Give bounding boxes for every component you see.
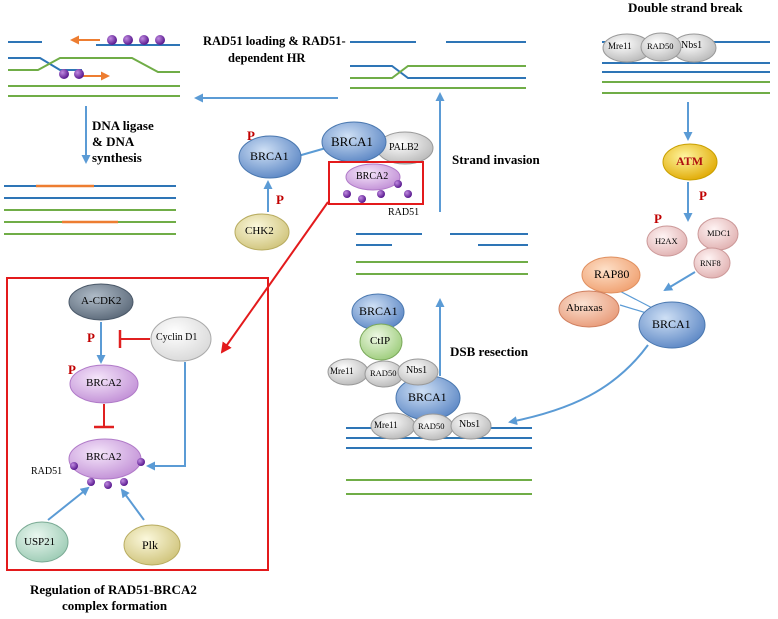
abraxas-label: Abraxas — [566, 302, 603, 314]
chk2-label: CHK2 — [245, 225, 274, 237]
h2ax-mdc1-rnf8-cluster — [646, 217, 739, 279]
mre11-label-top: Mre11 — [608, 41, 632, 51]
brca1-label-right: BRCA1 — [652, 317, 691, 331]
rad51-label-center: RAD51 — [388, 207, 420, 218]
title-ligase-3: synthesis — [92, 150, 142, 165]
arrow-box-to-regulation — [220, 201, 329, 354]
brca1-label-ctip: BRCA1 — [359, 304, 398, 318]
title-regulation-2: complex formation — [62, 598, 168, 613]
ctip-label: CtIP — [370, 335, 391, 347]
acdk2-phospho: P — [87, 330, 95, 345]
rap80-label: RAP80 — [594, 267, 630, 281]
brca1-chk2 — [234, 135, 302, 251]
mre11-label-bottom: Mre11 — [374, 420, 398, 430]
plk-label: Plk — [142, 538, 159, 552]
atm-label: ATM — [676, 154, 704, 168]
title-strand-invasion: Strand invasion — [452, 152, 540, 167]
nbs1-label-mid: Nbs1 — [406, 365, 428, 376]
mrn-complex-top — [602, 32, 717, 63]
title-rad51-loading-2: dependent HR — [228, 51, 306, 65]
h2ax-phospho: P — [654, 211, 662, 226]
palb2-label: PALB2 — [389, 142, 419, 153]
title-double-strand-break: Double strand break — [628, 0, 743, 15]
mre11-label-mid: Mre11 — [330, 366, 354, 376]
h2ax-label: H2AX — [655, 236, 678, 246]
atm-node — [662, 143, 718, 181]
regulation-network — [15, 283, 212, 566]
rad50-label-mid: RAD50 — [370, 368, 397, 378]
nbs1-label-bottom: Nbs1 — [459, 419, 481, 430]
regulation-panel — [6, 277, 269, 571]
rad50-label-top: RAD50 — [647, 41, 674, 51]
title-dsb-resection: DSB resection — [450, 344, 529, 359]
rad51-label-panel: RAD51 — [31, 466, 63, 477]
acdk2-label: A-CDK2 — [81, 295, 122, 307]
ligated-dna — [4, 184, 176, 235]
arrow-rnf8-to-brca1 — [663, 271, 696, 292]
rnf8-label: RNF8 — [700, 258, 721, 268]
brca1-label-bottom: BRCA1 — [408, 390, 447, 404]
brca2-phospho: P — [68, 362, 76, 377]
brca1-ctip-mrn — [327, 293, 439, 388]
arrow-brca1-to-resection — [508, 344, 649, 426]
brca2-label-center: BRCA2 — [356, 171, 389, 182]
rap80-abraxas-brca1 — [558, 256, 706, 349]
rad51-loading-dna — [8, 35, 180, 97]
title-rad51-loading: RAD51 loading & RAD51- — [203, 34, 346, 48]
brca1-palb2-brca2 — [297, 121, 434, 205]
brca2-highlight-box — [328, 161, 424, 205]
chk2-phospho: P — [276, 192, 284, 207]
brca1-label-left: BRCA1 — [250, 149, 289, 163]
brca2-label-lower: BRCA2 — [86, 451, 122, 463]
rad50-label-bottom: RAD50 — [418, 421, 445, 431]
brca1-phospho: P — [247, 128, 255, 143]
nbs1-label-top: Nbs1 — [681, 40, 703, 51]
cyclind1-label: Cyclin D1 — [156, 332, 198, 343]
brca1-label-center: BRCA1 — [331, 134, 373, 149]
title-ligase-2: & DNA — [92, 134, 135, 149]
title-regulation-1: Regulation of RAD51-BRCA2 — [30, 582, 197, 597]
resected-dna — [356, 233, 528, 275]
atm-phospho: P — [699, 188, 707, 203]
title-ligase-1: DNA ligase — [92, 118, 154, 133]
usp21-label: USP21 — [24, 536, 56, 548]
brca2-label-upper: BRCA2 — [86, 377, 122, 389]
invasion-dna — [350, 41, 526, 89]
mdc1-label: MDC1 — [707, 228, 731, 238]
